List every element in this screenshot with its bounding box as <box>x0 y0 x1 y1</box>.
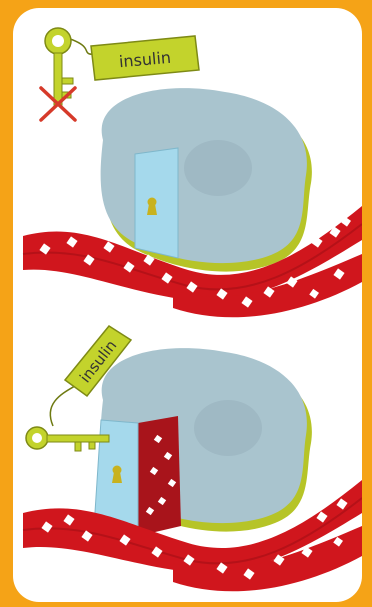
bottom-panel: insulin <box>23 326 362 591</box>
illustration-card: insulin <box>13 8 362 602</box>
nucleus-bottom <box>194 400 262 456</box>
key-icon <box>26 427 109 451</box>
open-doorway <box>138 416 181 536</box>
top-panel: insulin <box>23 28 362 317</box>
nucleus-top <box>184 140 252 196</box>
insulin-door-diagram: insulin <box>13 8 362 602</box>
insulin-tag-top: insulin <box>91 36 199 80</box>
closed-door <box>135 148 178 258</box>
